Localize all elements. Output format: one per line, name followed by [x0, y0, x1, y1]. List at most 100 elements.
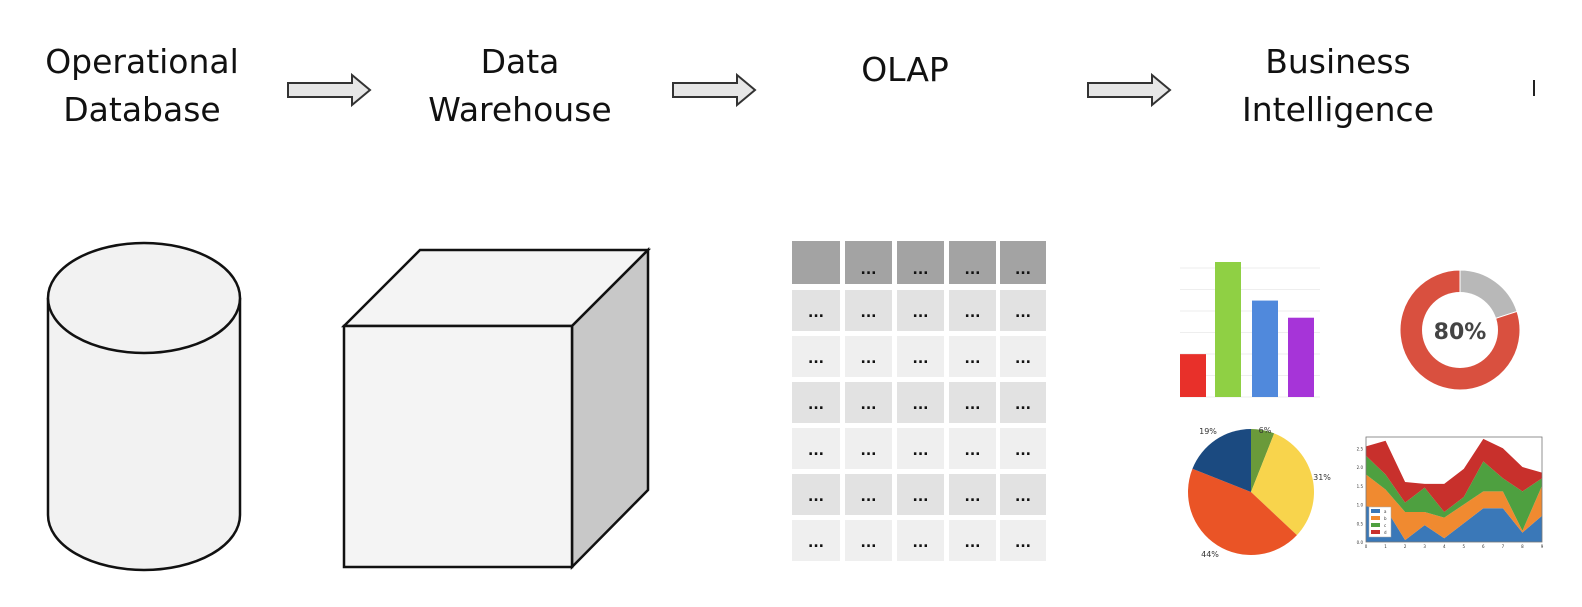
pie-label: 31% — [1313, 473, 1331, 482]
table-cell — [1000, 520, 1046, 561]
cell-text: ... — [913, 305, 929, 321]
cell-text: ... — [913, 351, 929, 367]
cell-text: ... — [1015, 262, 1031, 278]
table-cell — [949, 336, 996, 377]
stage-title-olap: OLAP — [861, 50, 949, 89]
table-cell — [845, 290, 892, 331]
table-cell — [792, 428, 840, 469]
x-tick-label: 5 — [1463, 544, 1466, 549]
legend-label: c — [1384, 523, 1386, 528]
cell-text: ... — [808, 443, 824, 459]
y-tick-label: 2.5 — [1357, 446, 1364, 451]
x-tick-label: 4 — [1443, 544, 1446, 549]
cell-text: ... — [913, 535, 929, 551]
cell-text: ... — [861, 489, 877, 505]
table-cell — [949, 241, 996, 284]
pie-chart: 6%31%44%19% — [1188, 426, 1331, 559]
pie-slice — [1251, 433, 1315, 536]
arrow-icon — [287, 72, 372, 108]
table-cell — [897, 428, 944, 469]
cell-text: ... — [913, 262, 929, 278]
cell-text: ... — [965, 305, 981, 321]
table-cell — [1000, 382, 1046, 423]
table-cell — [792, 336, 840, 377]
cell-text: ... — [1015, 351, 1031, 367]
arrow-icon — [1087, 72, 1172, 108]
legend-label: a — [1384, 509, 1387, 514]
table-cell — [1000, 290, 1046, 331]
cell-text: ... — [808, 489, 824, 505]
cell-text: ... — [1015, 305, 1031, 321]
x-tick-label: 3 — [1423, 544, 1426, 549]
y-tick-label: 1.5 — [1357, 484, 1364, 489]
table-cell — [897, 382, 944, 423]
table-cell — [949, 520, 996, 561]
olap-table: ........................................… — [792, 241, 1046, 561]
table-cell — [792, 520, 840, 561]
table-cell — [845, 428, 892, 469]
bar — [1252, 300, 1278, 397]
legend-label: d — [1384, 530, 1387, 535]
y-tick-label: 0.5 — [1357, 521, 1364, 526]
cell-text: ... — [808, 351, 824, 367]
area-series-b — [1366, 474, 1542, 541]
legend-swatch — [1371, 523, 1380, 527]
bar — [1180, 354, 1206, 397]
cell-text: ... — [861, 351, 877, 367]
y-tick-label: 0.0 — [1357, 540, 1364, 545]
cell-text: ... — [1015, 489, 1031, 505]
table-cell — [792, 474, 840, 515]
pie-slice — [1251, 429, 1275, 492]
cell-text: ... — [808, 305, 824, 321]
cell-text: ... — [965, 262, 981, 278]
plot-frame — [1365, 436, 1543, 543]
bar — [1215, 262, 1241, 397]
table-cell — [897, 474, 944, 515]
legend-label: b — [1384, 516, 1387, 521]
legend-swatch — [1371, 516, 1380, 520]
table-cell — [845, 474, 892, 515]
cell-text: ... — [965, 535, 981, 551]
cell-text: ... — [808, 397, 824, 413]
arrow-icon — [672, 72, 757, 108]
database-cylinder-icon — [46, 241, 242, 572]
table-cell — [1000, 241, 1046, 284]
legend — [1368, 506, 1392, 538]
cell-text: ... — [1015, 397, 1031, 413]
table-cell — [949, 290, 996, 331]
table-cell — [897, 241, 944, 284]
cell-text: ... — [808, 535, 824, 551]
cell-text: ... — [965, 443, 981, 459]
y-tick-label: 1.0 — [1357, 503, 1364, 508]
x-tick-label: 1 — [1384, 544, 1387, 549]
cell-text: ... — [861, 262, 877, 278]
donut-chart: 80% — [1399, 269, 1521, 391]
donut-label: 80% — [1434, 320, 1487, 345]
area-series-a — [1366, 506, 1542, 542]
cell-text: ... — [1015, 535, 1031, 551]
bar — [1288, 317, 1314, 397]
table-cell — [1000, 428, 1046, 469]
cell-text: ... — [861, 397, 877, 413]
donut-hole — [1422, 292, 1498, 368]
table-cell — [792, 382, 840, 423]
table-cell — [792, 290, 840, 331]
area-series-d — [1366, 438, 1542, 512]
cell-text: ... — [1015, 443, 1031, 459]
x-tick-label: 2 — [1404, 544, 1407, 549]
x-tick-label: 6 — [1482, 544, 1485, 549]
table-cell — [845, 382, 892, 423]
x-tick-label: 7 — [1502, 544, 1505, 549]
cell-text: ... — [965, 397, 981, 413]
data-warehouse-cube-icon — [340, 246, 652, 571]
table-cell — [897, 290, 944, 331]
table-cell — [949, 382, 996, 423]
cell-text: ... — [861, 443, 877, 459]
pie-label: 6% — [1259, 426, 1272, 435]
bar-chart — [1180, 262, 1320, 398]
